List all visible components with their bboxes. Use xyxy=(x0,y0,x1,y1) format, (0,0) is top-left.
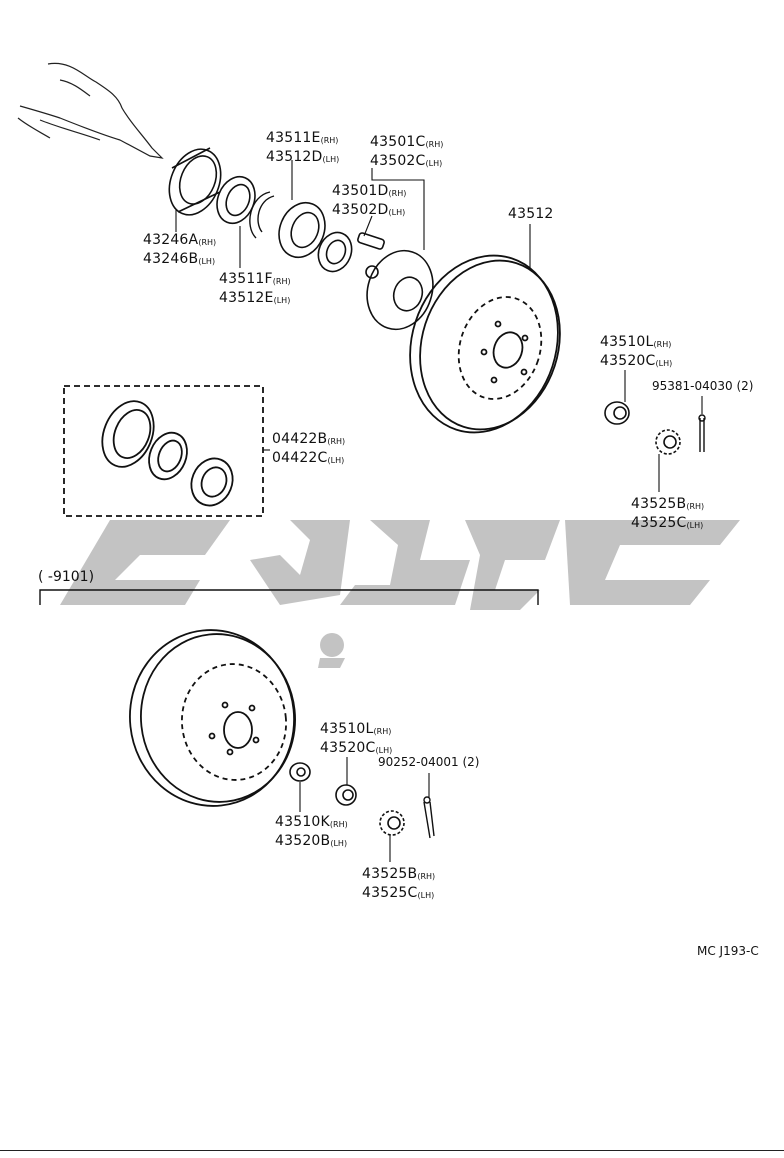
disc-label: 43512 xyxy=(508,206,554,222)
brake-disc-lower xyxy=(129,629,296,807)
bearing-kit-box xyxy=(63,385,264,517)
variant-bracket xyxy=(39,589,539,605)
hub-nut-lower-label: 43510L(RH) 43520C(LH) xyxy=(320,721,393,756)
oil-seal-part xyxy=(168,147,222,216)
cotter-pin-upper-part xyxy=(698,414,706,452)
hub-bolt-label: 43501D(RH) 43502D(LH) xyxy=(332,183,407,218)
leader-lines xyxy=(175,160,703,862)
hub-label: 43501C(RH) 43502C(LH) xyxy=(370,134,444,169)
inner-bearing-part xyxy=(278,201,353,273)
cotter-pin-lower-label: 90252-04001 (2) xyxy=(378,755,480,769)
axle-hub-part xyxy=(365,249,434,331)
nut-lock-cap-upper-label: 43525B(RH) 43525C(LH) xyxy=(631,496,705,531)
washer-lower-label: 43510K(RH) 43520B(LH) xyxy=(275,814,348,849)
hub-nut-lower-part xyxy=(335,784,357,806)
bearing-snap-label: 43511F(RH) 43512E(LH) xyxy=(219,271,291,306)
bottom-border-line xyxy=(0,1150,784,1151)
bearing-outer-seal-label: 43246A(RH) 43246B(LH) xyxy=(143,232,217,267)
hub-nut-upper-label: 43510L(RH) 43520C(LH) xyxy=(600,334,673,369)
bearing-kit-label: 04422B(RH) 04422C(LH) xyxy=(272,431,346,466)
nut-lock-cap-lower-label: 43525B(RH) 43525C(LH) xyxy=(362,866,436,901)
cotter-pin-lower-part xyxy=(423,796,435,839)
washer-lower-part xyxy=(289,762,311,782)
drawing-reference: MC J193-C xyxy=(697,944,759,958)
watermark-logo xyxy=(60,520,740,668)
outer-bearing-part xyxy=(216,175,256,225)
variant-range-label: ( -9101) xyxy=(38,569,95,585)
bearing-inner-label: 43511E(RH) 43512D(LH) xyxy=(266,130,340,165)
brake-disc-upper xyxy=(409,254,561,434)
cotter-pin-upper-label: 95381-04030 (2) xyxy=(652,379,754,393)
hand-pointer-illustration xyxy=(17,62,164,159)
hub-bolt-part xyxy=(357,232,385,250)
snap-ring-part xyxy=(249,191,275,239)
nut-lock-cap-lower-part xyxy=(379,810,405,836)
hub-nut-upper-part xyxy=(604,401,630,425)
nut-lock-cap-upper-part xyxy=(655,429,681,455)
